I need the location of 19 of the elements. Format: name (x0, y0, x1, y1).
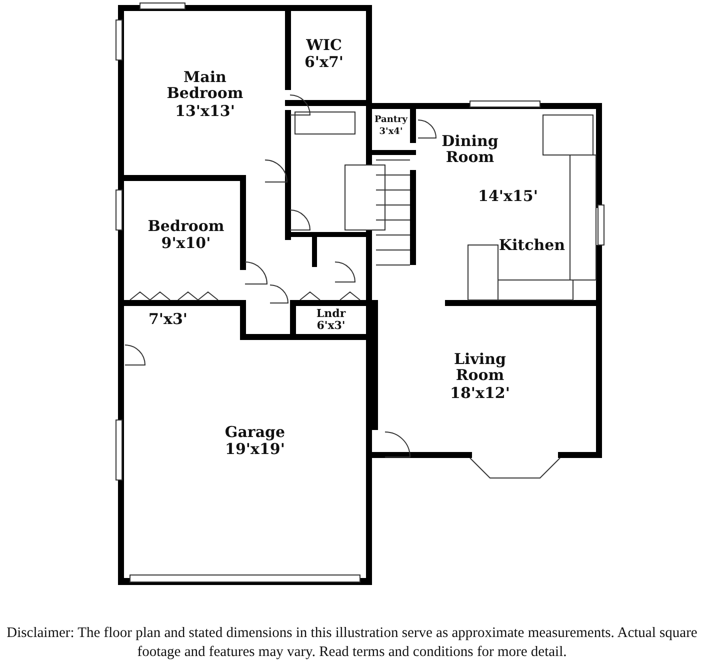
room-name: Bedroom (148, 219, 224, 235)
room-dimension: 6'x7' (304, 55, 344, 71)
disclaimer-text: Disclaimer: The floor plan and stated dimensions in this illustration serve as approximate measurements. Actual square footage and features may vary. Read terms and conditions for more detail. (6, 624, 698, 662)
room-name: Lndr (316, 308, 346, 320)
room-dimension: 18'x12' (450, 386, 510, 402)
room-dimension: 14'x15' (478, 189, 538, 205)
room-dimension: 13'x13' (175, 104, 235, 120)
room-name: Pantry (374, 116, 408, 126)
room-dimension: 9'x10' (161, 236, 211, 252)
room-dimension: 3'x4' (379, 128, 403, 138)
room-dimension: 6'x3' (316, 320, 346, 332)
room-name: Living Room (452, 352, 508, 384)
room-name: Garage (224, 425, 286, 441)
room-name: WIC (306, 38, 342, 54)
room-name: Kitchen (498, 238, 566, 254)
room-dimension: 19'x19' (225, 442, 285, 458)
room-dimension: 7'x3' (148, 312, 188, 328)
room-name: Main Bedroom (166, 70, 244, 102)
room-name: Dining Room (440, 134, 500, 166)
